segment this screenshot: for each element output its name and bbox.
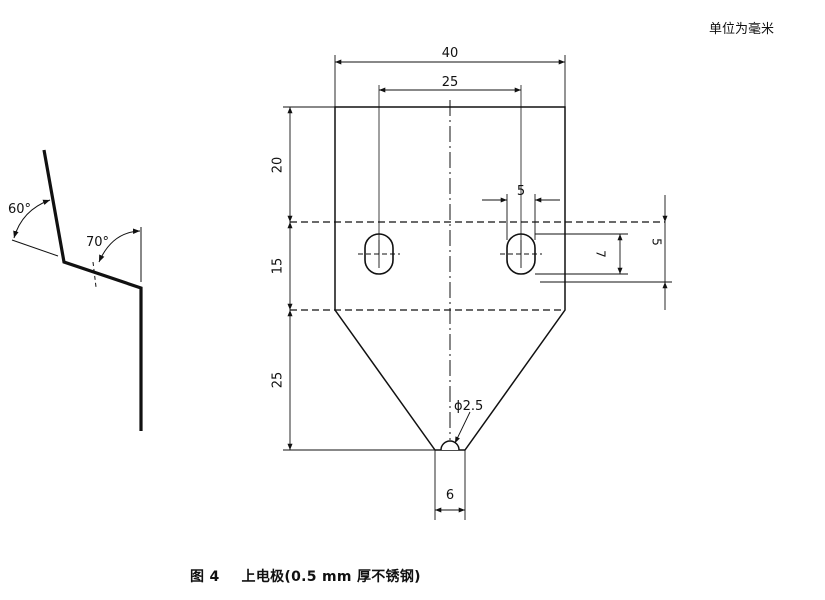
label-tip-width: 6 — [446, 488, 454, 503]
label-height-mid: 15 — [271, 258, 286, 275]
label-slot-offset: 5 — [650, 238, 664, 246]
dimensions — [283, 55, 672, 520]
label-slot-height: 7 — [594, 250, 608, 258]
profile-outline — [42, 149, 143, 431]
label-slot-width: 5 — [517, 184, 525, 199]
arc-70 — [98, 228, 141, 263]
angle-70-label: 70° — [86, 235, 109, 250]
figure-caption: 图 4 上电极(0.5 mm 厚不锈钢) — [190, 566, 421, 586]
arc-60 — [13, 199, 51, 239]
label-hole-spacing: 25 — [442, 75, 459, 90]
label-height-top: 20 — [271, 157, 286, 174]
figure-number: 图 4 — [190, 569, 220, 585]
tip-notch — [440, 440, 460, 451]
figure-title: 上电极(0.5 mm 厚不锈钢) — [241, 569, 421, 585]
label-height-taper: 25 — [271, 372, 286, 389]
plate — [290, 100, 665, 451]
leader-tip-radius — [454, 411, 471, 444]
label-tip-radius: ϕ2.5 — [454, 399, 483, 414]
label-width-total: 40 — [442, 46, 459, 61]
ref-line-60 — [11, 239, 59, 257]
angle-60-label: 60° — [8, 202, 31, 217]
side-profile — [11, 149, 143, 431]
unit-note: 单位为毫米 — [709, 22, 775, 37]
slots — [358, 85, 542, 275]
center-mark — [92, 261, 97, 288]
